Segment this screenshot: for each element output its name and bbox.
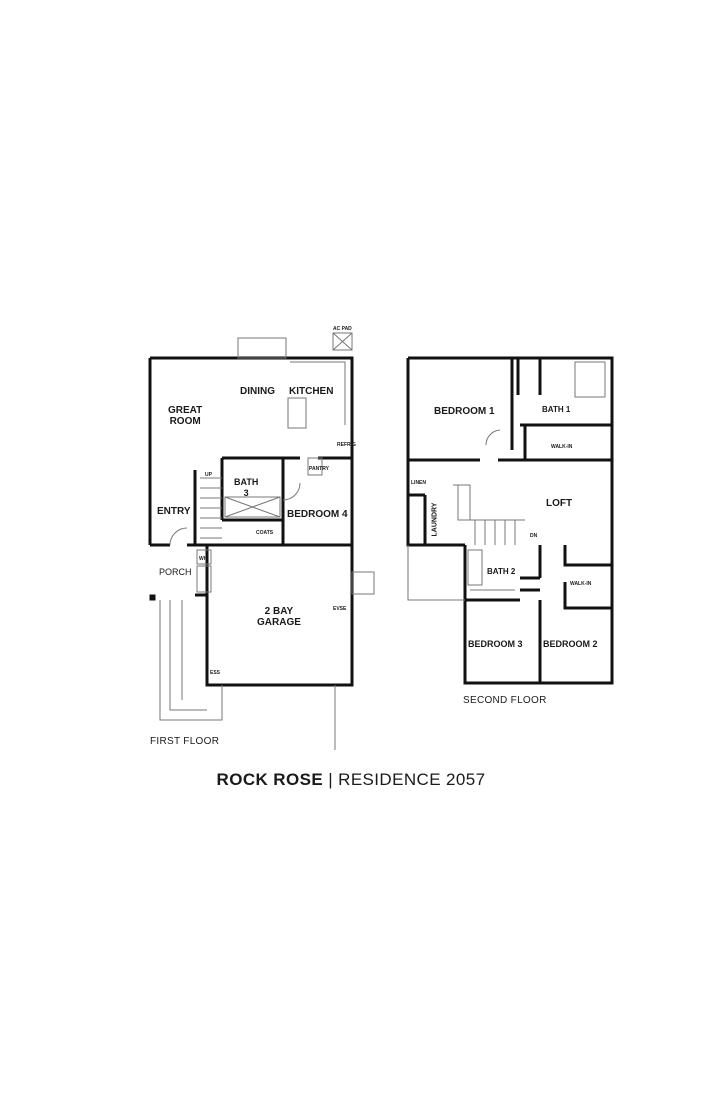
dn-label: DN: [530, 533, 538, 539]
first-floor-caption: FIRST FLOOR: [150, 736, 220, 747]
pantry-label: PANTRY: [309, 466, 329, 472]
coats-label: COATS: [256, 530, 274, 536]
title-separator: |: [323, 770, 339, 789]
bedroom3-label: BEDROOM 3: [468, 639, 523, 649]
bath2-label: BATH 2: [487, 567, 516, 576]
dining-label: DINING: [240, 386, 275, 397]
residence-name: RESIDENCE 2057: [338, 770, 486, 789]
bedroom1-label: BEDROOM 1: [434, 406, 495, 417]
plan-name: ROCK ROSE: [216, 770, 324, 789]
loft-label: LOFT: [546, 498, 573, 509]
plan-title: ROCK ROSE | RESIDENCE 2057: [0, 770, 702, 790]
evse-label: EVSE: [333, 606, 347, 612]
bedroom4-label: BEDROOM 4: [287, 509, 348, 520]
ess-label: ESS: [210, 670, 221, 676]
up-label: UP: [205, 472, 212, 478]
wh-label: WH: [199, 556, 208, 562]
bath3-label: BATH 3: [234, 477, 259, 498]
laundry-label: LAUNDRY: [431, 502, 439, 537]
great-room-label: GREAT ROOM: [168, 405, 203, 427]
walkin2-label: WALK-IN: [570, 581, 592, 587]
kitchen-label: KITCHEN: [289, 386, 334, 397]
linen-label: LINEN: [411, 480, 426, 486]
garage-label: 2 BAY GARAGE: [257, 606, 301, 628]
second-floor-plan: [406, 356, 614, 685]
first-floor-plan: [148, 332, 375, 750]
porch-label: PORCH: [159, 567, 192, 577]
bedroom2-label: BEDROOM 2: [543, 639, 598, 649]
second-floor-caption: SECOND FLOOR: [463, 695, 547, 706]
refrig-label: REFRIG: [337, 442, 356, 448]
walkin1-label: WALK-IN: [551, 444, 573, 450]
entry-label: ENTRY: [157, 506, 191, 517]
ac-pad-label: AC PAD: [333, 326, 352, 332]
bath1-label: BATH 1: [542, 405, 571, 414]
